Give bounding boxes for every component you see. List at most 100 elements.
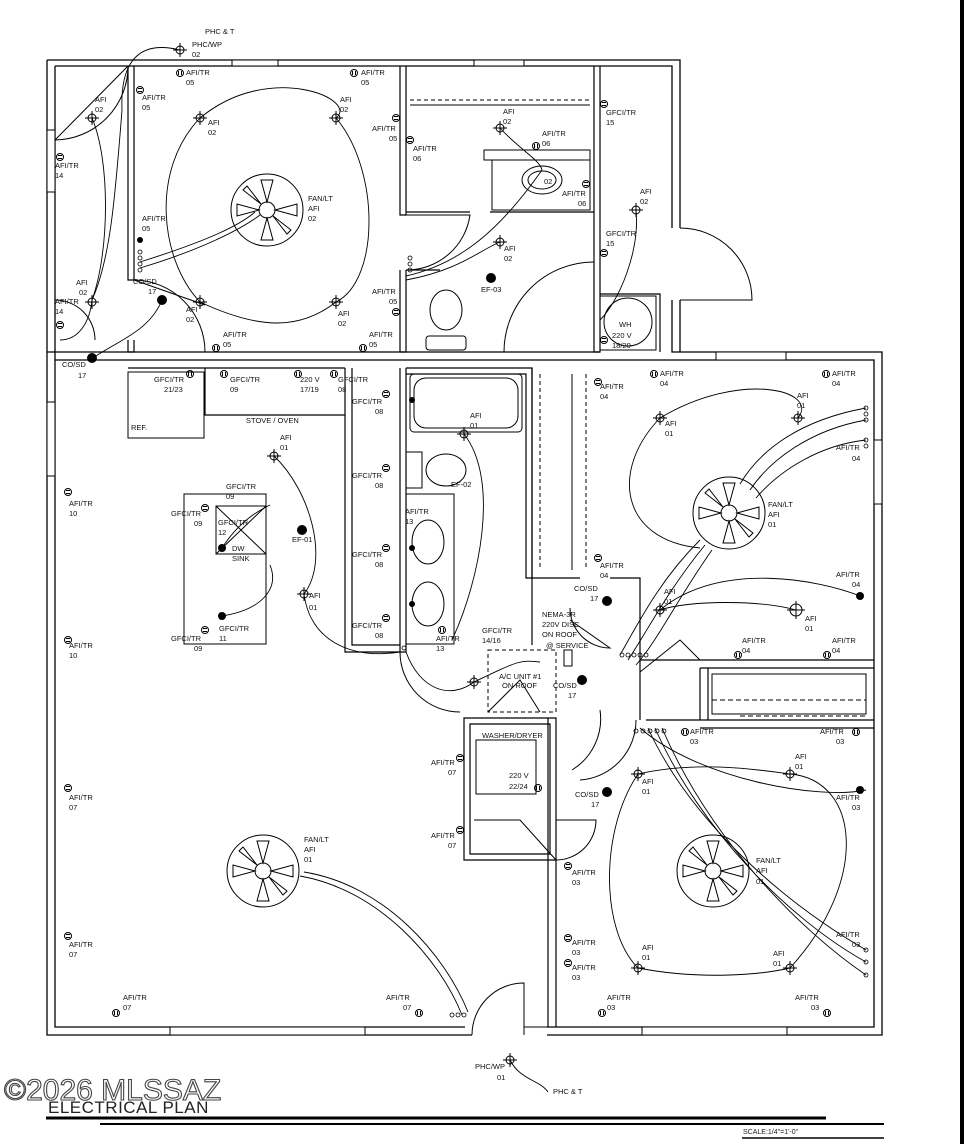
circuit-label: GFCI/TR: [226, 482, 257, 491]
circuit-label: AFI/TR: [542, 129, 566, 138]
circuit-label: 04: [832, 379, 840, 388]
circuit-label: 01: [795, 762, 803, 771]
circuit-label: 12: [218, 528, 226, 537]
sink-basin: [215, 505, 267, 555]
circuit-label: GFCI/TR: [352, 550, 383, 559]
circuit-label: AFI/TR: [55, 297, 79, 306]
circuit-label: 07: [69, 803, 77, 812]
circuit-label: 03: [811, 1003, 819, 1012]
outlet-symbols: [56, 69, 860, 1017]
circuit-label: 05: [361, 78, 369, 87]
circuit-label: 06: [542, 139, 550, 148]
circuit-label: 04: [660, 379, 668, 388]
circuit-label: 10: [69, 509, 77, 518]
doors: [54, 65, 753, 1036]
circuit-label: AFI/TR: [413, 144, 437, 153]
circuit-label: PHC & T: [553, 1087, 583, 1096]
circuit-label: AFI: [76, 278, 88, 287]
dw-label: DW: [232, 544, 245, 553]
circuit-label: CO/SD: [133, 277, 157, 286]
circuit-label: 03: [852, 803, 860, 812]
circuit-label: 01: [470, 421, 478, 430]
circuit-label: GFCI/TR: [352, 397, 383, 406]
circuit-label: GFCI/TR: [606, 108, 637, 117]
circuit-label: 03: [836, 737, 844, 746]
ceiling-fan-bedroom-2: [230, 173, 304, 247]
circuit-label: 09: [194, 644, 202, 653]
circuit-label: 01: [664, 597, 672, 606]
circuit-label: 05: [142, 224, 150, 233]
exterior-walls: [46, 59, 883, 1036]
ac-unit-label: A/C UNIT #1: [499, 672, 541, 681]
circuit-label: 01: [280, 443, 288, 452]
circuit-label: 01: [756, 877, 764, 886]
circuit-label: 09: [230, 385, 238, 394]
circuit-wiring: [59, 47, 867, 1093]
circuit-label: 03: [572, 878, 580, 887]
circuit-label: 17: [148, 287, 156, 296]
circuit-label: AFI/TR: [223, 330, 247, 339]
circuit-label: AFI/TR: [405, 507, 429, 516]
circuit-label: AFI: [773, 949, 785, 958]
circuit-label: AFI/TR: [836, 443, 860, 452]
circuit-label: GFCI/TR: [352, 621, 383, 630]
circuit-label: AFI/TR: [361, 68, 385, 77]
washer-circuit-label: 22/24: [509, 782, 528, 791]
circuit-label: AFI: [640, 187, 652, 196]
circuit-label: FAN/LT: [756, 856, 781, 865]
circuit-label: 03: [690, 737, 698, 746]
circuit-label: PHC/WP: [192, 40, 222, 49]
circuit-label: AFI: [186, 305, 198, 314]
circuit-label: AFI/TR: [600, 561, 624, 570]
circuit-label: 17: [591, 800, 599, 809]
circuit-label: FAN/LT: [304, 835, 329, 844]
circuit-label: 11: [219, 634, 227, 643]
circuit-label: 04: [742, 646, 750, 655]
circuit-label: AFI/TR: [69, 793, 93, 802]
circuit-label: GFCI/TR: [219, 624, 250, 633]
circuit-label: 06: [413, 154, 421, 163]
circuit-label: AFI/TR: [660, 369, 684, 378]
circuit-label: 05: [389, 297, 397, 306]
circuit-label: AFI/TR: [69, 940, 93, 949]
circuit-label: AFI: [470, 411, 482, 420]
circuit-label: 02: [308, 214, 316, 223]
circuit-label: 08: [338, 385, 346, 394]
circuit-label: 17/19: [300, 385, 319, 394]
circuit-label: 02: [544, 177, 552, 186]
circuit-label: 15: [606, 239, 614, 248]
smoke-detector-symbols: [87, 237, 612, 797]
circuit-label: AFI: [208, 118, 220, 127]
circuit-label: STOVE / OVEN: [246, 416, 299, 425]
circuit-label: AFI/TR: [431, 831, 455, 840]
circuit-label: AFI/TR: [572, 868, 596, 877]
circuit-label: FAN/LT: [768, 500, 793, 509]
circuit-label: FAN/LT: [308, 194, 333, 203]
circuit-label: AFI: [768, 510, 780, 519]
circuit-label: 01: [797, 401, 805, 410]
title-block: ©2026 MLSSAZ ELECTRICAL PLAN SCALE:1/4"=…: [3, 1073, 884, 1139]
circuit-label: AFI/TR: [607, 993, 631, 1002]
circuit-label: 04: [832, 646, 840, 655]
circuit-label: 07: [403, 1003, 411, 1012]
circuit-label: AFI: [95, 95, 107, 104]
circuit-label: 01: [497, 1073, 505, 1082]
circuit-label: 01: [768, 520, 776, 529]
circuit-label: AFI/TR: [836, 793, 860, 802]
circuit-label: 08: [375, 407, 383, 416]
washer-dryer-label: WASHER/DRYER: [482, 731, 543, 740]
circuit-label: AFI/TR: [186, 68, 210, 77]
ceiling-fans: [226, 173, 766, 908]
circuit-label: AFI/TR: [832, 636, 856, 645]
circuit-label: AFI: [309, 591, 321, 600]
circuit-label: AFI/TR: [572, 938, 596, 947]
circuit-label: 03: [852, 940, 860, 949]
circuit-label: 14: [55, 307, 63, 316]
circuit-label: AFI/TR: [690, 727, 714, 736]
circuit-label: 13: [436, 644, 444, 653]
circuit-label: AFI/TR: [69, 499, 93, 508]
circuit-label: 05: [223, 340, 231, 349]
circuit-label: 05: [142, 103, 150, 112]
circuit-label: 02: [186, 315, 194, 324]
circuit-label: 03: [607, 1003, 615, 1012]
